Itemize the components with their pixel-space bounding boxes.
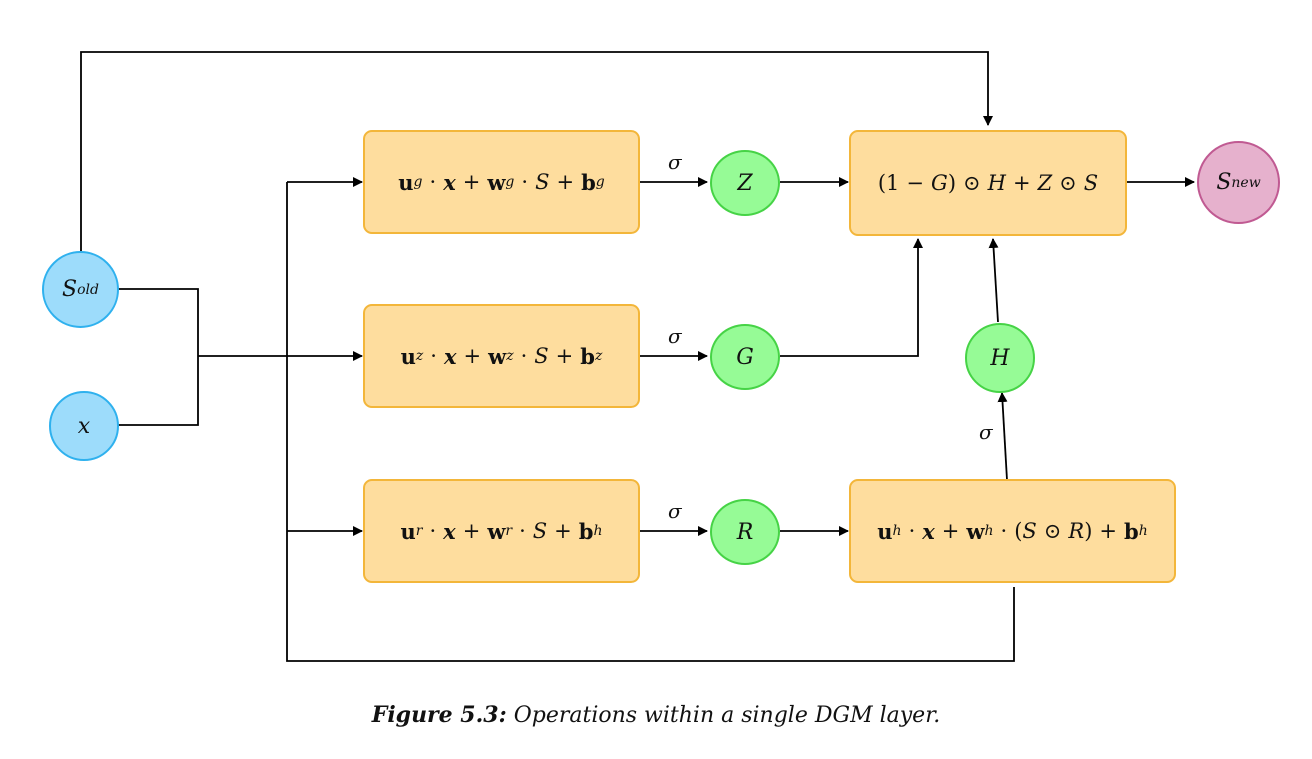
s-old-to-join-line: [118, 288, 199, 426]
s-old-base: S: [62, 277, 78, 302]
plus-operator: +: [462, 170, 481, 194]
left-paren: (: [877, 171, 887, 195]
x-symbol: x: [443, 169, 456, 195]
w-symbol: w: [487, 518, 506, 544]
b-symbol: b: [580, 343, 595, 369]
r-symbol: R: [1068, 519, 1085, 543]
plus-operator: +: [941, 519, 960, 543]
z-node-label: Z: [737, 170, 753, 196]
dot-operator: ·: [430, 344, 437, 368]
one-symbol: 1: [886, 171, 900, 195]
b-symbol: b: [581, 169, 596, 195]
x-node-label: x: [77, 413, 91, 439]
h-symbol: H: [987, 171, 1006, 195]
odot-operator: ⊙: [1059, 171, 1077, 195]
g-node: G: [710, 324, 780, 390]
left-paren: (: [1014, 519, 1023, 543]
plus-operator: +: [556, 170, 575, 194]
h-node: H: [965, 323, 1035, 393]
u-symbol: u: [877, 518, 893, 544]
s-symbol: S: [534, 344, 549, 368]
minus-operator: −: [906, 171, 925, 195]
plus-operator: +: [554, 519, 572, 543]
s-symbol: S: [1083, 171, 1099, 195]
z-symbol: Z: [1037, 171, 1053, 195]
caption-text: Operations within a single DGM layer.: [513, 703, 941, 728]
dot-operator: ·: [908, 519, 916, 543]
sigma-label-h: σ: [979, 420, 993, 444]
r-node-label: R: [736, 519, 754, 545]
sigma-label-r: σ: [668, 499, 682, 523]
plus-operator: +: [555, 344, 574, 368]
g-node-label: G: [736, 344, 754, 370]
s-old-feedback-line: [80, 51, 993, 251]
z-node: Z: [710, 150, 780, 216]
x-symbol: x: [922, 518, 935, 544]
g-symbol: G: [931, 171, 948, 195]
h-node-label: H: [990, 345, 1010, 371]
w-symbol: w: [966, 518, 985, 544]
g-to-update-line: [780, 238, 923, 357]
s-symbol: S: [1022, 519, 1037, 543]
dot-operator: ·: [520, 344, 528, 368]
plus-operator: +: [1099, 519, 1118, 543]
right-paren: ): [947, 171, 957, 195]
sigma-label-z: σ: [668, 150, 682, 174]
odot-operator: ⊙: [1043, 519, 1062, 543]
plus-operator: +: [462, 519, 481, 543]
u-symbol: u: [400, 343, 416, 369]
sigma-label-g: σ: [668, 324, 682, 348]
w-symbol: w: [488, 343, 507, 369]
u-symbol: u: [400, 518, 416, 544]
plus-operator: +: [1012, 171, 1031, 195]
x-symbol: x: [443, 518, 456, 544]
u-symbol: u: [398, 169, 414, 195]
s-symbol: S: [535, 170, 550, 194]
update-box: (1 − G) ⊙ H + Z ⊙ S: [849, 130, 1127, 236]
figure-caption: Figure 5.3: Operations within a single D…: [0, 702, 1312, 728]
odot-operator: ⊙: [963, 171, 981, 195]
b-symbol: b: [1124, 518, 1139, 544]
right-paren: ): [1084, 519, 1093, 543]
dot-operator: ·: [429, 519, 437, 543]
dot-operator: ·: [1000, 519, 1008, 543]
dot-operator: ·: [519, 519, 526, 543]
bus-line: [286, 182, 1015, 662]
s-new-base: S: [1216, 170, 1232, 195]
gate-h-to-h-line: [997, 392, 1008, 481]
b-symbol: b: [578, 518, 594, 544]
dot-operator: ·: [429, 170, 437, 194]
x-node: x: [49, 391, 119, 461]
w-symbol: w: [487, 169, 506, 195]
dot-operator: ·: [521, 170, 529, 194]
caption-label: Figure 5.3:: [371, 702, 507, 728]
plus-operator: +: [463, 344, 482, 368]
r-node: R: [710, 499, 780, 565]
h-to-update-line: [988, 238, 999, 323]
x-symbol: x: [443, 343, 457, 369]
s-symbol: S: [532, 519, 548, 543]
